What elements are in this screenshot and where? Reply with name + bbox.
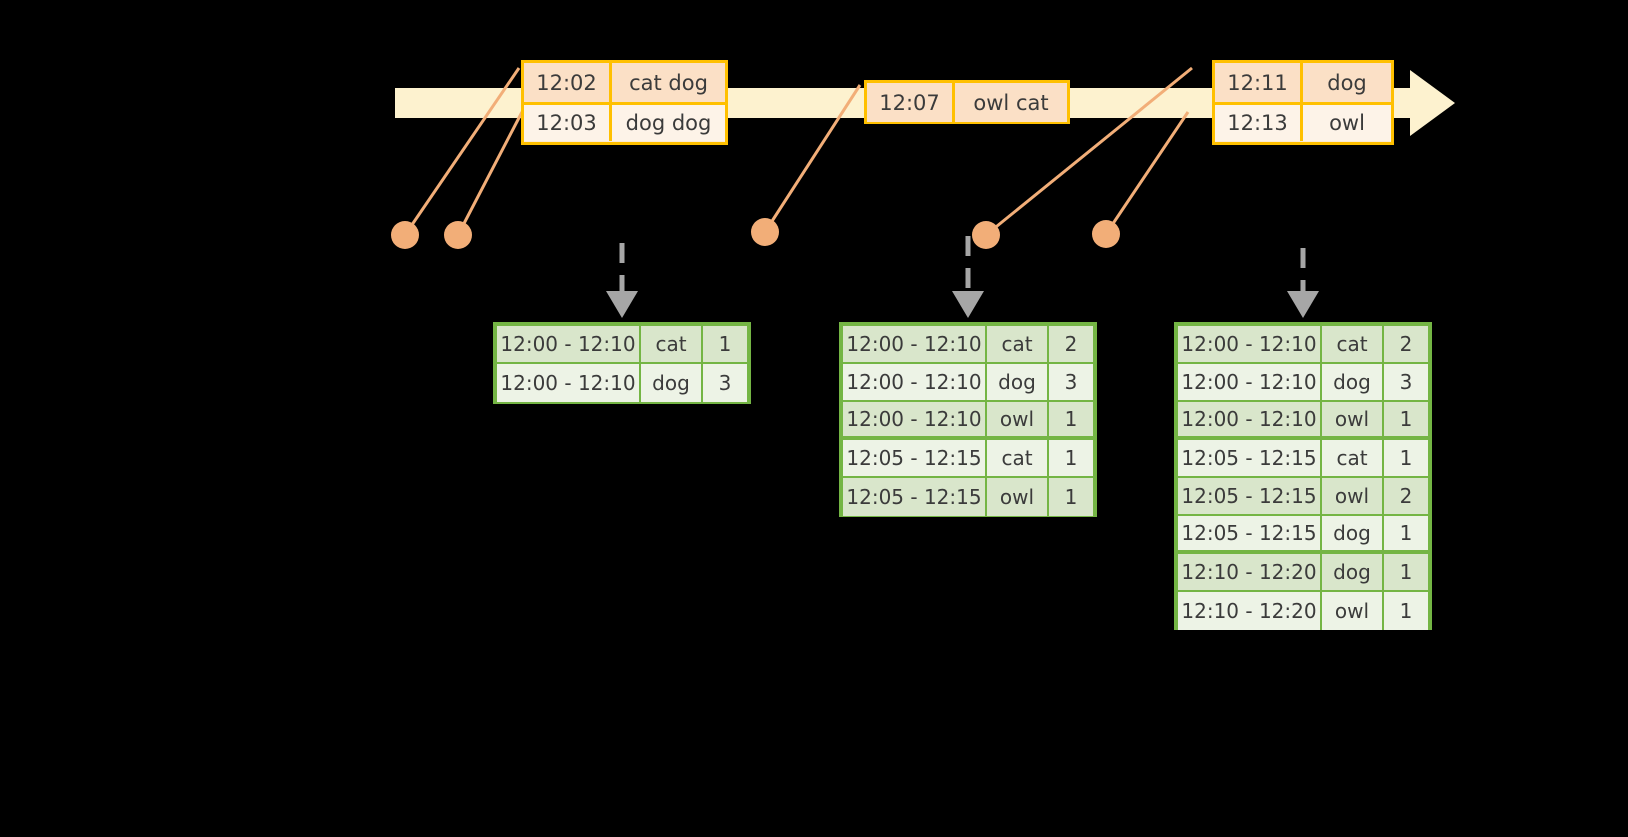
table-cell-window: 12:00 - 12:10 xyxy=(843,364,987,400)
event-row[interactable]: 12:03 dog dog xyxy=(524,102,725,141)
table-cell-word: cat xyxy=(987,326,1049,362)
connector-dot-5 xyxy=(1092,220,1120,248)
table-cell-window: 12:05 - 12:15 xyxy=(1178,440,1322,476)
table-cell-window: 12:00 - 12:10 xyxy=(843,402,987,436)
table-cell-word: cat xyxy=(987,440,1049,476)
table-cell-window: 12:00 - 12:10 xyxy=(497,326,641,362)
event-text: owl xyxy=(1303,105,1391,141)
table-cell-count: 1 xyxy=(1384,402,1428,436)
event-box-2[interactable]: 12:07 owl cat xyxy=(864,80,1070,124)
connector-dot-1 xyxy=(391,221,419,249)
table-cell-count: 2 xyxy=(1384,326,1428,362)
table-cell-word: owl xyxy=(987,478,1049,516)
event-text: dog xyxy=(1303,63,1391,102)
connector-line-5 xyxy=(1104,111,1190,235)
connector-line-2 xyxy=(456,111,524,236)
table-cell-window: 12:00 - 12:10 xyxy=(1178,364,1322,400)
table-cell-window: 12:10 - 12:20 xyxy=(1178,554,1322,590)
table-cell-window: 12:00 - 12:10 xyxy=(1178,402,1322,436)
table-cell-count: 2 xyxy=(1049,326,1093,362)
table-cell-word: cat xyxy=(641,326,703,362)
table-cell-count: 1 xyxy=(1384,554,1428,590)
table-cell-count: 3 xyxy=(703,364,747,402)
connector-dots xyxy=(391,218,1120,249)
table-cell-word: owl xyxy=(1322,402,1384,436)
event-time: 12:03 xyxy=(524,105,612,141)
event-time: 12:02 xyxy=(524,63,612,102)
table-cell-count: 1 xyxy=(1049,440,1093,476)
timeline-arrowhead xyxy=(1410,70,1455,136)
table-cell-window: 12:00 - 12:10 xyxy=(1178,326,1322,362)
table-cell-word: dog xyxy=(1322,554,1384,590)
table-cell-word: dog xyxy=(641,364,703,402)
table-cell-word: dog xyxy=(1322,516,1384,550)
table-cell-count: 3 xyxy=(1049,364,1093,400)
table-cell-window: 12:05 - 12:15 xyxy=(1178,478,1322,514)
dashed-arrowhead-2 xyxy=(952,291,984,318)
table-cell-count: 1 xyxy=(1384,592,1428,630)
dashed-arrowhead-3 xyxy=(1287,291,1319,318)
table-cell-word: owl xyxy=(987,402,1049,436)
event-box-3[interactable]: 12:11 dog 12:13 owl xyxy=(1212,60,1394,145)
table-cell-window: 12:00 - 12:10 xyxy=(843,326,987,362)
event-text: cat dog xyxy=(612,63,725,102)
table-cell-window: 12:10 - 12:20 xyxy=(1178,592,1322,630)
event-box-1[interactable]: 12:02 cat dog 12:03 dog dog xyxy=(521,60,728,145)
connector-dot-2 xyxy=(444,221,472,249)
event-text: owl cat xyxy=(955,83,1067,122)
event-text: dog dog xyxy=(612,105,725,141)
dashed-arrowheads xyxy=(606,291,1319,318)
table-cell-count: 1 xyxy=(1049,402,1093,436)
table-cell-window: 12:05 - 12:15 xyxy=(1178,516,1322,550)
table-cell-count: 1 xyxy=(703,326,747,362)
table-cell-word: dog xyxy=(987,364,1049,400)
table-cell-count: 1 xyxy=(1384,516,1428,550)
event-time: 12:07 xyxy=(867,83,955,122)
table-cell-count: 1 xyxy=(1384,440,1428,476)
table-cell-window: 12:05 - 12:15 xyxy=(843,440,987,476)
event-row[interactable]: 12:07 owl cat xyxy=(867,83,1067,122)
connector-dot-4 xyxy=(972,221,1000,249)
connector-dot-3 xyxy=(751,218,779,246)
event-row[interactable]: 12:13 owl xyxy=(1215,102,1391,141)
dashed-arrowhead-1 xyxy=(606,291,638,318)
table-cell-word: cat xyxy=(1322,326,1384,362)
table-cell-word: owl xyxy=(1322,478,1384,514)
table-cell-word: owl xyxy=(1322,592,1384,630)
table-cell-count: 2 xyxy=(1384,478,1428,514)
event-time: 12:13 xyxy=(1215,105,1303,141)
table-cell-window: 12:00 - 12:10 xyxy=(497,364,641,402)
table-cell-word: cat xyxy=(1322,440,1384,476)
event-row[interactable]: 12:11 dog xyxy=(1215,63,1391,102)
table-cell-count: 1 xyxy=(1049,478,1093,516)
event-time: 12:11 xyxy=(1215,63,1303,102)
table-cell-window: 12:05 - 12:15 xyxy=(843,478,987,516)
table-cell-count: 3 xyxy=(1384,364,1428,400)
table-cell-word: dog xyxy=(1322,364,1384,400)
event-row[interactable]: 12:02 cat dog xyxy=(524,63,725,102)
dashed-arrows xyxy=(619,236,1306,295)
